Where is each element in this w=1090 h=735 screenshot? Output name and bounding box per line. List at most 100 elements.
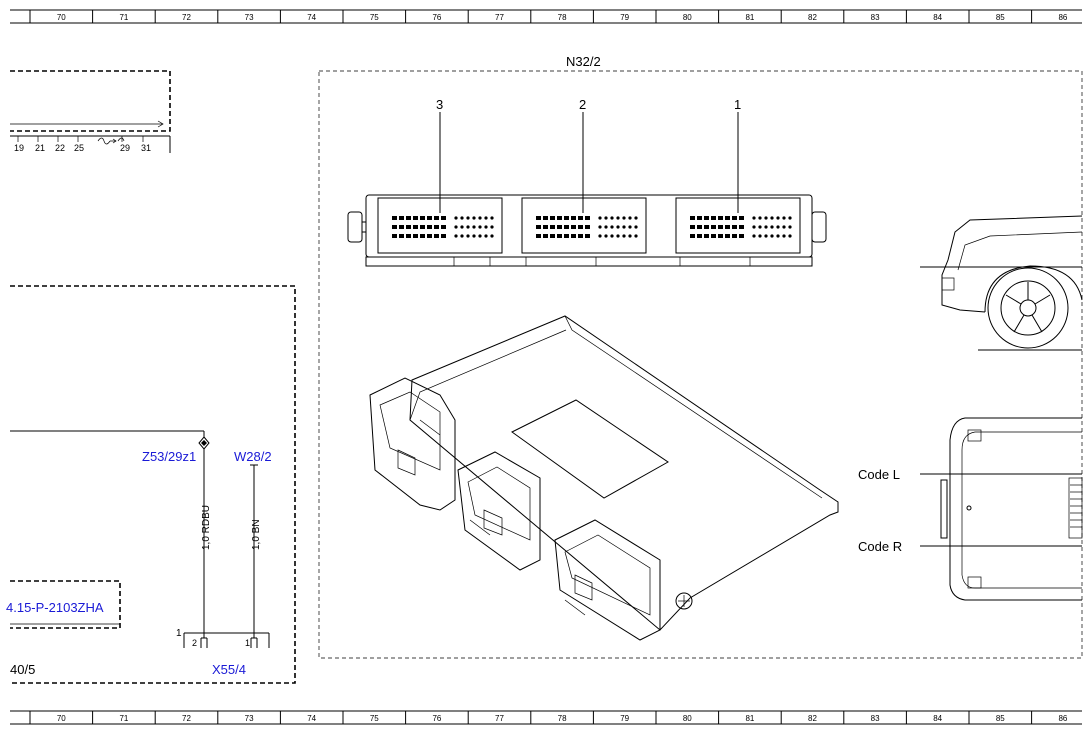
pin-hole: [752, 225, 756, 229]
pin-slot: [543, 234, 548, 238]
pin-hole: [616, 225, 620, 229]
ground-point-label[interactable]: Z53/29z1: [142, 449, 196, 464]
code-l-label: Code L: [858, 467, 900, 482]
shield-wire-label[interactable]: W28/2: [234, 449, 272, 464]
pin-slot: [711, 225, 716, 229]
pin-hole: [770, 216, 774, 220]
grid-column-label: 73: [245, 714, 254, 723]
pin-hole: [782, 225, 786, 229]
pin-hole: [752, 234, 756, 238]
pin-slot: [690, 225, 695, 229]
pin-hole: [634, 234, 638, 238]
pin-slot: [399, 225, 404, 229]
grid-column-label: 81: [745, 13, 754, 22]
pin-hole: [622, 216, 626, 220]
pin-hole: [604, 225, 608, 229]
pin-slot: [434, 216, 439, 220]
grid-column-label: 82: [808, 13, 817, 22]
pin-hole: [610, 234, 614, 238]
pin-slot: [571, 216, 576, 220]
pin-hole: [598, 234, 602, 238]
pin-hole: [472, 234, 476, 238]
pin-hole: [472, 216, 476, 220]
pin-slot: [557, 216, 562, 220]
pin-slot: [564, 234, 569, 238]
pin-slot: [557, 225, 562, 229]
connector-x55-label[interactable]: X55/4: [212, 662, 246, 677]
pin-hole: [604, 234, 608, 238]
grid-column-label: 85: [996, 714, 1005, 723]
pin-label: 22: [55, 143, 65, 153]
pin-hole: [758, 225, 762, 229]
pin-hole: [460, 216, 464, 220]
grid-column-label: 75: [370, 714, 379, 723]
pin-hole: [788, 225, 792, 229]
pin-slot: [420, 216, 425, 220]
grid-column-label: 78: [558, 13, 567, 22]
pin-label: 19: [14, 143, 24, 153]
pin-slot: [585, 216, 590, 220]
connector-pin-a: 2: [192, 638, 197, 648]
code-r-label: Code R: [858, 539, 902, 554]
pin-slot: [725, 216, 730, 220]
bottom-left-label: 40/5: [10, 662, 35, 677]
pin-hole: [490, 234, 494, 238]
pin-hole: [478, 234, 482, 238]
connector-x55-body: [183, 632, 270, 648]
pin-slot: [564, 216, 569, 220]
pin-hole: [454, 216, 458, 220]
pin-hole: [764, 216, 768, 220]
grid-column-label: 84: [933, 714, 942, 723]
pin-slot: [725, 225, 730, 229]
grid-column-label: 73: [245, 13, 254, 22]
wire-rdbu: [10, 430, 210, 648]
pin-slot: [420, 225, 425, 229]
pin-hole: [484, 216, 488, 220]
pin-slot: [704, 216, 709, 220]
pin-slot: [427, 216, 432, 220]
pin-slot: [697, 216, 702, 220]
grid-column-label: 82: [808, 714, 817, 723]
pin-slot: [413, 234, 418, 238]
pin-hole: [616, 234, 620, 238]
grid-column-label: 76: [432, 13, 441, 22]
grid-column-label: 70: [57, 13, 66, 22]
grid-column-label: 71: [119, 714, 128, 723]
pin-slot: [571, 234, 576, 238]
ref-box-link[interactable]: 4.15-P-2103ZHA: [6, 600, 104, 615]
pin-hole: [758, 216, 762, 220]
ref-box-frame: [10, 580, 121, 629]
pin-slot: [434, 234, 439, 238]
pin-hole: [472, 225, 476, 229]
pin-hole: [466, 225, 470, 229]
pin-hole: [460, 225, 464, 229]
grid-column-label: 72: [182, 13, 191, 22]
grid-column-label: 77: [495, 714, 504, 723]
pin-slot: [578, 216, 583, 220]
pin-hole: [770, 225, 774, 229]
pin-slot: [427, 225, 432, 229]
pin-slot: [413, 216, 418, 220]
grid-column-label: 83: [871, 13, 880, 22]
pin-slot: [732, 234, 737, 238]
pin-slot: [392, 225, 397, 229]
grid-column-label: 79: [620, 13, 629, 22]
pin-hole: [758, 234, 762, 238]
grid-column-label: 83: [871, 714, 880, 723]
pin-slot: [718, 234, 723, 238]
pin-slot: [697, 225, 702, 229]
pin-slot: [536, 225, 541, 229]
pin-slot: [543, 216, 548, 220]
pin-slot: [571, 225, 576, 229]
grid-column-label: 85: [996, 13, 1005, 22]
connector-pin-b: 1: [245, 638, 250, 648]
connector-number: 3: [436, 97, 443, 112]
pin-hole: [454, 234, 458, 238]
pin-hole: [604, 216, 608, 220]
pin-hole: [782, 216, 786, 220]
pin-hole: [776, 225, 780, 229]
pin-hole: [490, 225, 494, 229]
grid-column-label: 79: [620, 714, 629, 723]
